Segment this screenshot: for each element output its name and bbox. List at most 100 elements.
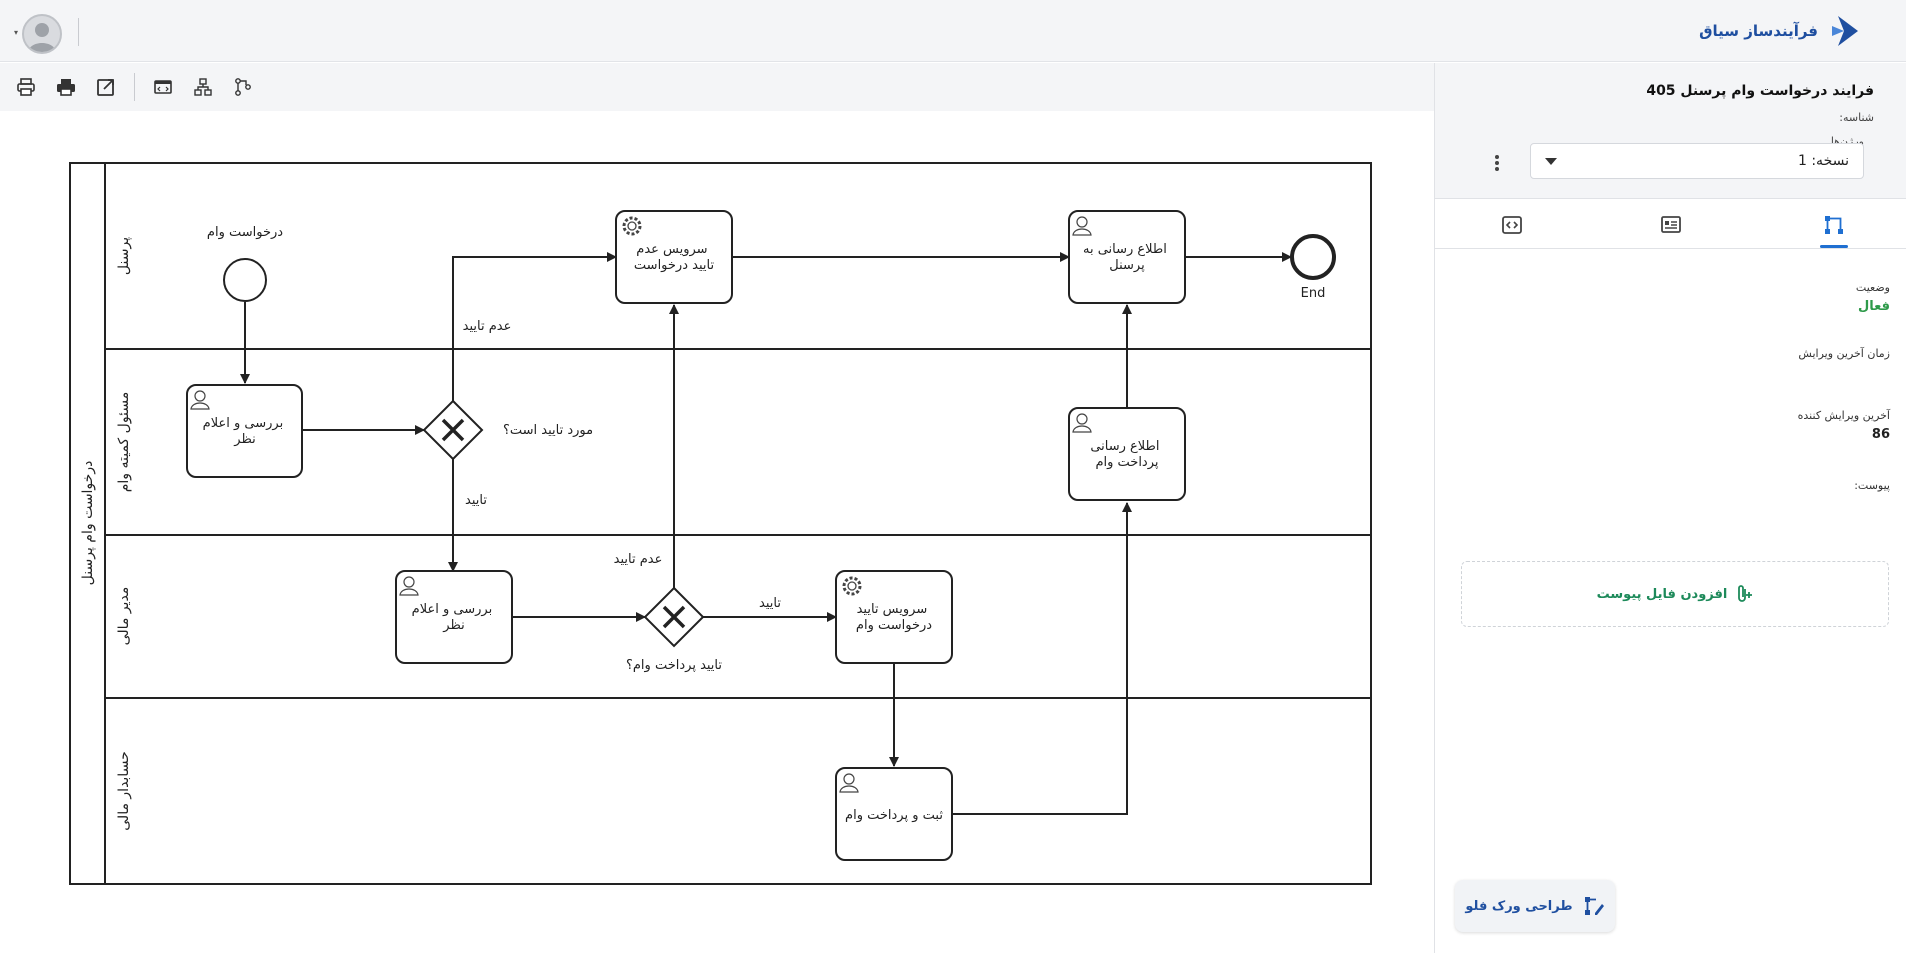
lane-label: مدیر مالی [116,587,132,646]
gateway-label: مورد تایید است؟ [503,423,593,438]
diagram-toolbar [0,63,1434,111]
brand-logo-icon [1832,16,1858,46]
sequence-flows [240,252,1292,815]
pool[interactable] [69,162,1372,885]
print-outline-icon [17,78,35,96]
print-button[interactable] [54,75,78,99]
attachment-label: پیوست: [1854,479,1890,492]
print-icon [57,79,75,96]
task-label-line: اطلاع رسانی به [1083,242,1167,257]
lane-personnel[interactable]: پرسنل [116,237,132,275]
svg-text:اطلاع رسانی به پرسنل: اطلاع رسانی به پرسنل [1083,242,1171,273]
task-label-line: تایید درخواست [634,258,715,273]
tab-form[interactable] [1657,211,1685,239]
add-attachment-label: افزودن فایل پیوست [1596,586,1728,602]
panel-header: فرایند درخواست وام پرسنل 405 شناسه: ورژن… [1435,63,1906,199]
task-label-line: ثبت و پرداخت وام [845,808,943,823]
task-label-line: درخواست وام [856,618,932,633]
task-label-line: نظر [233,432,255,447]
task-review-committee[interactable]: بررسی و اعلام نظر [186,384,303,478]
user-task-icon [1072,216,1092,236]
avatar[interactable] [22,14,62,54]
task-label-line: نظر [442,618,464,633]
pool-label: درخواست وام پرسنل [80,461,96,586]
design-workflow-button[interactable]: طراحی ورک فلو [1455,880,1615,932]
svg-text:سرویس عدم تایید درخواس: سرویس عدم تایید درخواست [634,242,715,273]
last-editor-label: آخرین ویرایش کننده [1797,409,1890,422]
gateway-approved[interactable] [422,399,484,461]
brand-name: فرآیندساز سیاق [1699,22,1818,40]
end-event-label: End [1301,286,1326,301]
divider [78,18,79,46]
flow-label-reject: عدم تایید [463,319,512,334]
task-notify-staff[interactable]: اطلاع رسانی به پرسنل [1068,210,1186,304]
lane-finance-manager[interactable]: مدیر مالی [116,587,132,646]
form-icon [1661,216,1681,233]
tab-code[interactable] [1498,211,1526,239]
end-event[interactable] [1290,234,1336,280]
lane-loan-committee[interactable]: مسئول کمیته وام [116,392,132,493]
active-tab-indicator [1820,245,1848,248]
user-task-icon [190,390,210,410]
start-event[interactable] [223,258,267,302]
task-notify-payment[interactable]: اطلاع رسانی پرداخت وام [1068,407,1186,501]
user-avatar-icon [28,23,56,52]
task-label-line: بررسی و اعلام [412,602,493,617]
task-label-line: سرویس عدم [636,242,707,257]
svg-text:بررسی و اعلام نظر: بررسی و اعلام نظر [203,416,288,447]
top-bar: فرآیندساز سیاق ▾ [0,0,1906,62]
task-register-payment[interactable]: ثبت و پرداخت وام [835,767,953,861]
task-label-line: پرسنل [1109,258,1145,273]
lane-label: مسئول کمیته وام [116,392,132,493]
user-task-icon [839,773,859,793]
chevron-down-icon [1545,157,1557,165]
task-review-finance[interactable]: بررسی و اعلام نظر [395,570,513,664]
gateway-payment-approved[interactable] [643,586,705,648]
more-options-button[interactable] [1488,153,1506,173]
properties-panel: فرایند درخواست وام پرسنل 405 شناسه: ورژن… [1434,63,1906,953]
task-label-line: سرویس تایید [857,602,928,617]
lane-label: پرسنل [116,237,132,275]
svg-text:اطلاع رسانی پرداخت وام: اطلاع رسانی پرداخت وام [1090,439,1163,470]
task-label-line: پرداخت وام [1095,455,1158,470]
layout-button[interactable] [191,75,215,99]
status-value: فعال [1857,299,1890,314]
workflow-design-icon [1584,897,1604,915]
brand[interactable]: فرآیندساز سیاق [1699,12,1866,50]
print-preview-button[interactable] [14,75,38,99]
task-approve-service[interactable]: سرویس تایید درخواست وام [835,570,953,664]
flow-label-reject: عدم تایید [614,552,663,567]
avatar-caret-icon[interactable]: ▾ [14,28,19,37]
panel-tabs [1435,199,1906,249]
open-external-icon [97,79,114,96]
tab-workflow[interactable] [1820,211,1848,239]
flow-label-approve: تایید [759,596,781,611]
task-label-line: بررسی و اعلام [203,416,284,431]
gateway-label: تایید پرداخت وام؟ [626,658,722,673]
gear-icon [622,216,642,236]
last-edit-time-label: زمان آخرین ویرایش [1798,347,1890,360]
code-view-button[interactable] [151,75,175,99]
process-title: فرایند درخواست وام پرسنل 405 [1646,83,1874,99]
bpmn-diagram: درخواست وام پرسنل پرسنل مسئول کمیته وام … [69,162,1372,885]
gear-icon [842,576,862,596]
lane-label: حسابدار مالی [116,751,132,830]
version-select[interactable]: نسخه: 1 [1530,143,1864,179]
svg-text:ثبت و پرداخت وام: ثبت و پرداخت وام [845,808,943,823]
paperclip-plus-icon [1738,585,1753,602]
task-reject-service[interactable]: سرویس عدم تایید درخواست [615,210,733,304]
svg-text:سرویس تایید درخواست وا: سرویس تایید درخواست وام [856,602,932,633]
diagram-canvas[interactable]: درخواست وام پرسنل پرسنل مسئول کمیته وام … [0,111,1434,953]
svg-text:بررسی و اعلام نظر: بررسی و اعلام نظر [412,602,497,633]
toolbar-divider [134,73,135,101]
lane-accountant[interactable]: حسابدار مالی [116,751,132,830]
start-event-label: درخواست وام [207,225,283,240]
hierarchy-icon [194,78,212,96]
add-attachment-button[interactable]: افزودن فایل پیوست [1461,561,1889,627]
flow-nodes-icon [235,78,251,96]
open-external-button[interactable] [94,75,118,99]
design-workflow-label: طراحی ورک فلو [1465,898,1573,914]
flow-settings-button[interactable] [231,75,255,99]
process-id-label: شناسه: [1839,111,1874,124]
window-code-icon [154,80,172,94]
